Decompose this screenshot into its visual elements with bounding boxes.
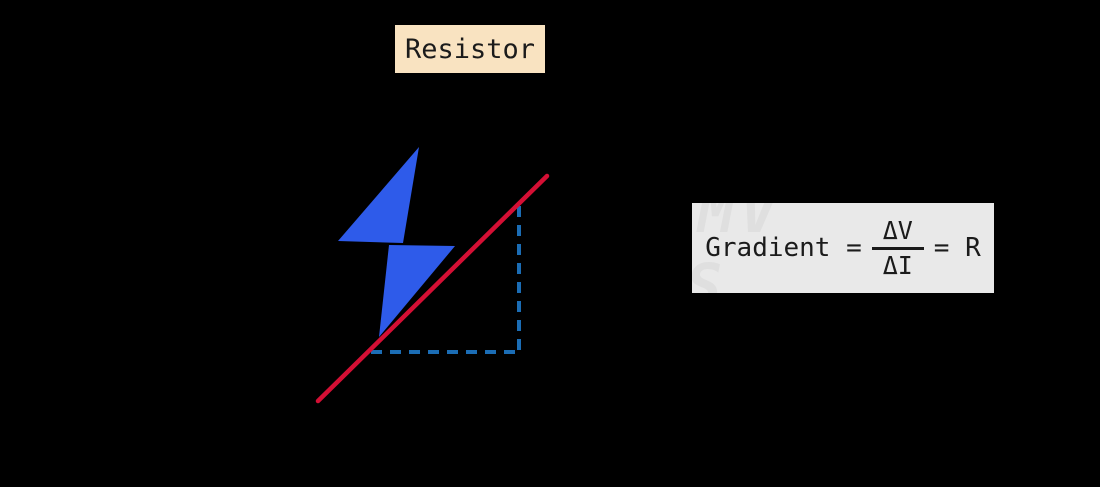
lightning-bolt-upper-triangle xyxy=(338,147,419,243)
resistor-label-box: Resistor xyxy=(395,25,545,73)
gradient-equation-prefix: Gradient = xyxy=(705,233,862,263)
gradient-equation-suffix: = R xyxy=(933,233,981,263)
lightning-bolt-lower-triangle xyxy=(379,245,455,337)
lightning-bolt-icon xyxy=(338,147,455,337)
fraction-denominator: ΔI xyxy=(882,250,913,280)
fraction-bar xyxy=(871,246,924,250)
delta-v-over-delta-i-fraction: ΔV ΔI xyxy=(871,216,924,280)
gradient-formula-box: MV S Gradient = ΔV ΔI = R xyxy=(692,203,994,293)
gradient-triangle xyxy=(371,206,523,354)
resistor-label: Resistor xyxy=(404,33,536,65)
resistor-iv-line xyxy=(315,173,550,404)
fraction-numerator: ΔV xyxy=(882,216,913,245)
